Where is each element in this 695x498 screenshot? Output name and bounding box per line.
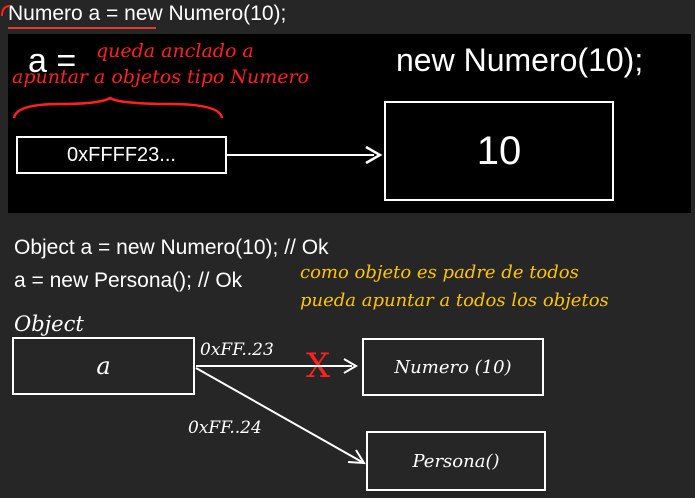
red-note-line1: queda anclado a xyxy=(96,40,254,62)
variable-name: a xyxy=(96,352,111,380)
variable-a-label: a = xyxy=(28,42,77,80)
panel-arrow-head xyxy=(365,145,383,165)
persona-target-label: Persona() xyxy=(412,450,500,472)
new-numero-expression: new Numero(10); xyxy=(396,42,644,78)
address-label-2: 0xFF..24 xyxy=(188,418,262,438)
arrow-to-numero-head xyxy=(343,358,358,374)
red-brace xyxy=(12,96,224,119)
numero-target-box: Numero (10) xyxy=(362,338,544,396)
persona-target-box: Persona() xyxy=(366,431,546,491)
top-code-line: Numero a = new Numero(10); xyxy=(8,2,287,25)
arrow-to-persona-head xyxy=(347,449,366,465)
address-box: 0xFFFF23... xyxy=(16,136,227,174)
red-hook xyxy=(1,5,11,17)
arrow-to-persona xyxy=(195,367,363,463)
code-line-1: Object a = new Numero(10); // Ok xyxy=(14,236,329,259)
variable-box: a xyxy=(12,337,195,395)
numero-object-box: 10 xyxy=(384,101,614,201)
object-value: 10 xyxy=(476,128,522,173)
red-note-line2: apuntar a objetos tipo Numero xyxy=(12,66,310,88)
code-line-2: a = new Persona(); // Ok xyxy=(14,269,243,292)
address-value: 0xFFFF23... xyxy=(67,143,176,166)
red-underline xyxy=(8,27,156,29)
reference-panel xyxy=(8,34,691,213)
yellow-note-line2: pueda apuntar a todos los objetos xyxy=(300,290,609,311)
numero-target-label: Numero (10) xyxy=(394,356,512,378)
yellow-note-line1: como objeto es padre de todos xyxy=(300,262,579,283)
object-type-label: Object xyxy=(14,312,84,336)
address-label-1: 0xFF..23 xyxy=(200,340,274,360)
